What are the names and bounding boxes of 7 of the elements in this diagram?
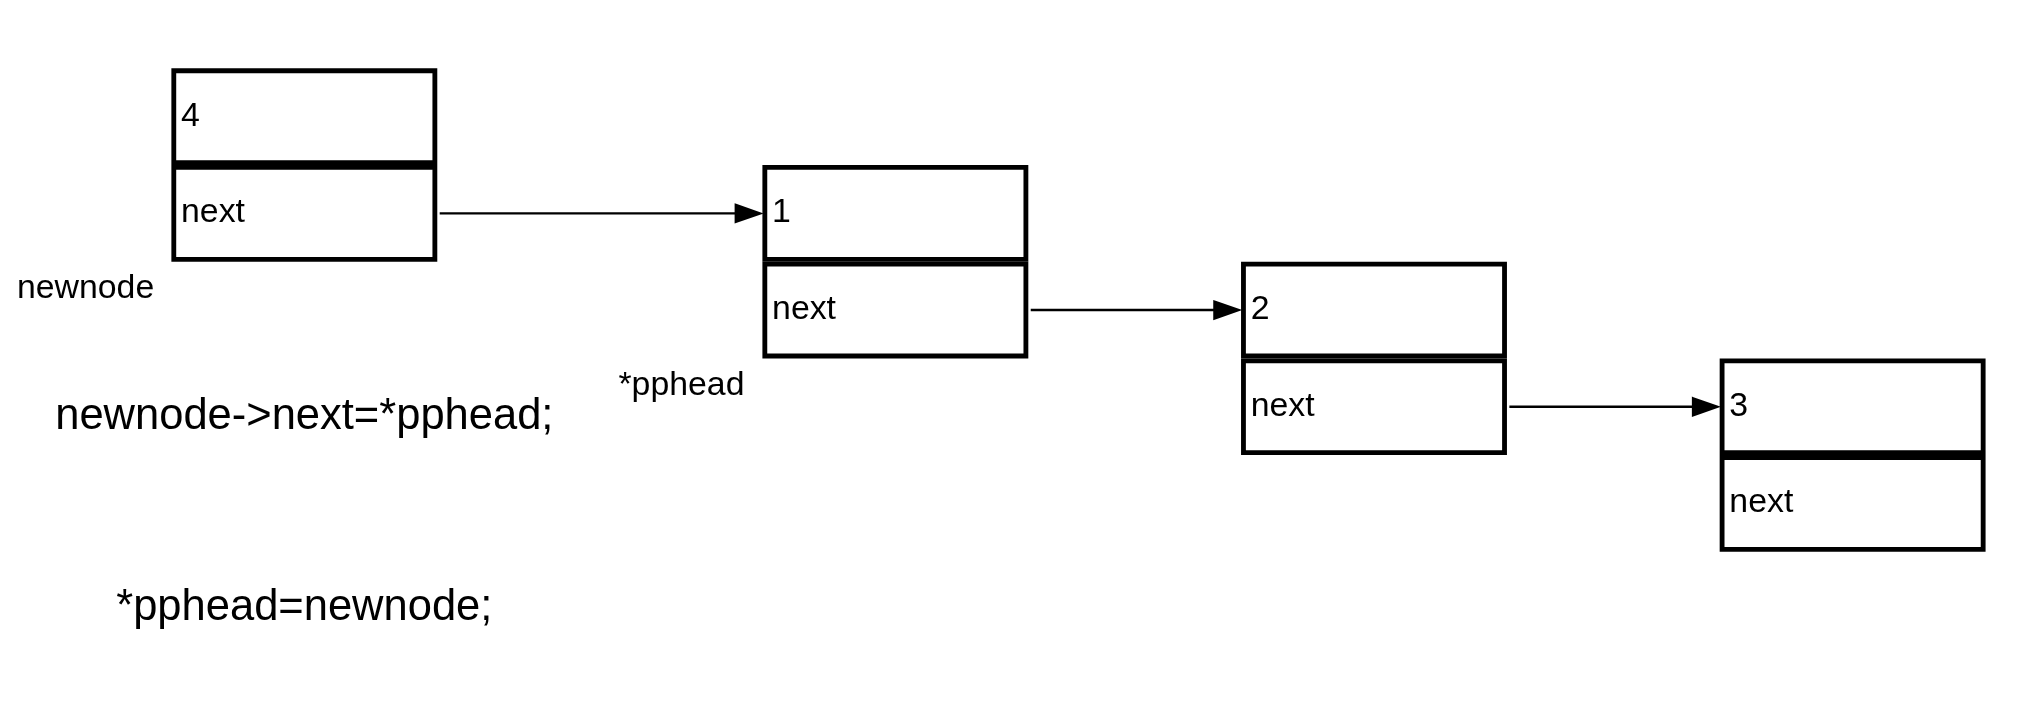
arrow: [439, 202, 764, 224]
label: *pphead=newnode;: [115, 580, 492, 629]
node-label: newnode: [16, 266, 154, 305]
arrow: [1030, 299, 1242, 320]
arrow: [1508, 396, 1721, 417]
node-label: *pphead: [617, 363, 744, 402]
label: newnode->next=*pphead;: [54, 389, 553, 438]
